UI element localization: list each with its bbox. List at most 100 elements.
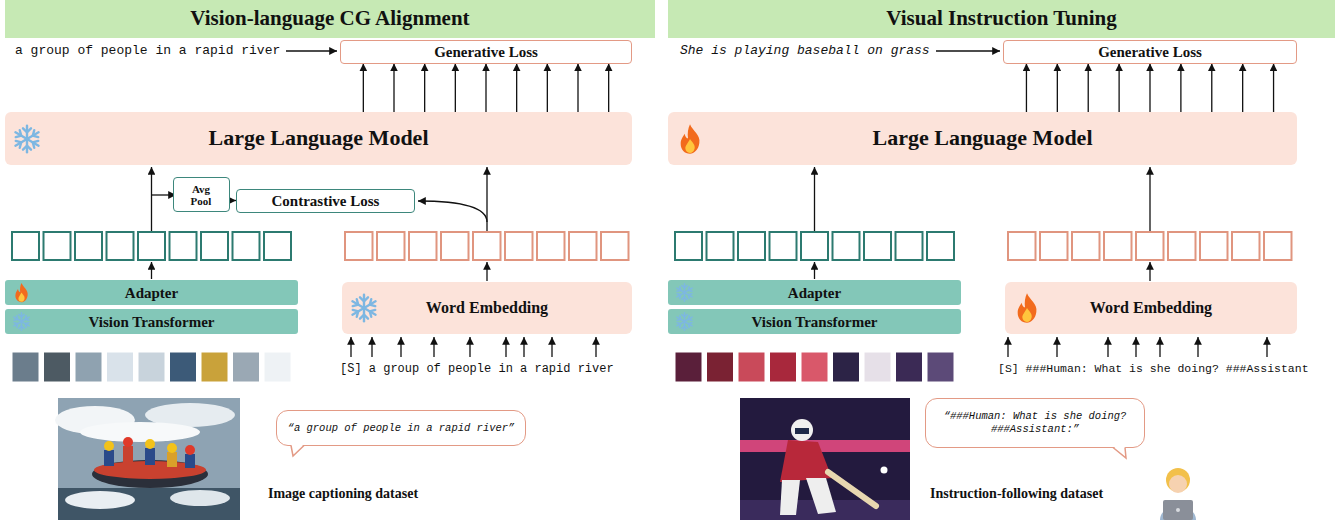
box-text: Large Language Model bbox=[873, 125, 1093, 151]
image-patches bbox=[44, 352, 71, 382]
box-text: Word Embedding bbox=[426, 298, 548, 317]
cricket-photo bbox=[740, 398, 910, 520]
frozen-icon bbox=[348, 292, 380, 324]
box-text: Visual Instruction Tuning bbox=[886, 6, 1116, 31]
bubble-tail bbox=[291, 446, 304, 457]
flow-arrow bbox=[486, 262, 487, 281]
loss-box: Generative Loss bbox=[340, 40, 632, 64]
vision-token-row bbox=[833, 232, 860, 260]
box-text: Vision-language CG Alignment bbox=[190, 6, 469, 31]
flow-arrow bbox=[505, 337, 506, 357]
rafting-photo bbox=[123, 446, 133, 464]
word-token-row bbox=[569, 232, 597, 260]
user-icon bbox=[1169, 475, 1187, 493]
image-patches bbox=[107, 352, 134, 382]
word-token-row bbox=[345, 232, 373, 260]
image-patches bbox=[801, 352, 828, 382]
flow-arrow bbox=[400, 337, 401, 357]
word-token-row bbox=[345, 232, 1292, 260]
encoder-block: Vision Transformer bbox=[5, 309, 298, 334]
word-token-row bbox=[505, 232, 533, 260]
vision-token-row bbox=[233, 232, 260, 260]
flow-arrow bbox=[1107, 337, 1108, 357]
user-icon bbox=[1166, 468, 1190, 492]
flow-arrow bbox=[469, 337, 470, 357]
flow-arrow bbox=[1149, 262, 1150, 281]
image-patches bbox=[864, 352, 891, 382]
flow-arrow bbox=[151, 167, 152, 231]
flow-arrow bbox=[1197, 337, 1198, 357]
flow-arrow bbox=[1088, 64, 1089, 113]
word-token-row bbox=[1072, 232, 1100, 260]
flow-arrow bbox=[547, 64, 548, 113]
flow-arrow bbox=[1159, 337, 1160, 357]
trainable-icon bbox=[11, 282, 32, 303]
rafting-photo bbox=[80, 422, 200, 442]
word-token-row bbox=[377, 232, 405, 260]
vision-token-row bbox=[927, 232, 954, 260]
flow-arrow bbox=[814, 167, 815, 231]
box-text: Avg Pool bbox=[184, 183, 218, 207]
rafting-photo bbox=[167, 443, 177, 453]
trainable-icon bbox=[1011, 292, 1043, 324]
box-text: Adapter bbox=[125, 284, 178, 302]
flow-arrow bbox=[1135, 337, 1136, 357]
flow-arrow bbox=[551, 337, 552, 357]
rafting-photo bbox=[55, 398, 240, 520]
flow-arrow bbox=[1149, 64, 1150, 113]
cricket-photo bbox=[828, 472, 876, 506]
image-patches bbox=[138, 352, 165, 382]
vision-token-row bbox=[864, 232, 891, 260]
rafting-photo bbox=[104, 450, 114, 466]
bubble-tail bbox=[1110, 446, 1128, 460]
embedding-block: Word Embedding bbox=[1005, 282, 1297, 334]
vision-token-row bbox=[138, 232, 165, 260]
image-patches bbox=[12, 352, 954, 382]
vision-token-row bbox=[12, 232, 39, 260]
word-token-row bbox=[441, 232, 469, 260]
vision-token-row bbox=[896, 232, 923, 260]
dataset-name: Image captioning dataset bbox=[268, 486, 418, 502]
flow-arrow bbox=[1149, 167, 1150, 231]
flow-arrow bbox=[424, 64, 425, 113]
image-patches bbox=[896, 352, 923, 382]
vision-token-row bbox=[12, 232, 954, 260]
word-token-row bbox=[1040, 232, 1068, 260]
image-patches bbox=[170, 352, 197, 382]
box-text: “###Human: What is she doing? ###Assista… bbox=[937, 410, 1133, 435]
flow-arrow bbox=[608, 64, 609, 113]
rafting-photo bbox=[145, 439, 155, 449]
vision-token-row bbox=[801, 232, 828, 260]
word-token-row bbox=[1136, 232, 1164, 260]
vision-token-row bbox=[170, 232, 197, 260]
trainable-icon bbox=[674, 123, 706, 155]
user-icon bbox=[1160, 468, 1196, 520]
flow-arrow bbox=[286, 50, 337, 51]
adapter-block: Adapter bbox=[668, 280, 961, 305]
box-text: Large Language Model bbox=[209, 125, 429, 151]
rafting-photo bbox=[185, 445, 195, 455]
vision-token-row bbox=[770, 232, 797, 260]
image-patches bbox=[675, 352, 702, 382]
vision-token-row bbox=[707, 232, 734, 260]
dataset-name: Instruction-following dataset bbox=[930, 486, 1103, 502]
rafting-photo bbox=[145, 448, 155, 465]
flow-arrow bbox=[350, 337, 351, 357]
bubble-tail bbox=[1113, 446, 1126, 458]
flow-arrow bbox=[1056, 337, 1057, 357]
image-patches bbox=[12, 352, 39, 382]
cricket-photo bbox=[780, 440, 832, 482]
cricket-photo bbox=[881, 467, 888, 474]
flow-arrow bbox=[936, 50, 1000, 51]
flow-arrow bbox=[523, 337, 524, 357]
word-token-row bbox=[473, 232, 501, 260]
image-patches bbox=[201, 352, 228, 382]
cricket-photo bbox=[740, 440, 910, 452]
loss-box: Contrastive Loss bbox=[236, 189, 415, 213]
box-text: Adapter bbox=[788, 284, 841, 302]
flow-arrow bbox=[1007, 337, 1008, 357]
word-token-row bbox=[1200, 232, 1228, 260]
word-token-row bbox=[1104, 232, 1132, 260]
flow-arrow bbox=[371, 337, 372, 357]
